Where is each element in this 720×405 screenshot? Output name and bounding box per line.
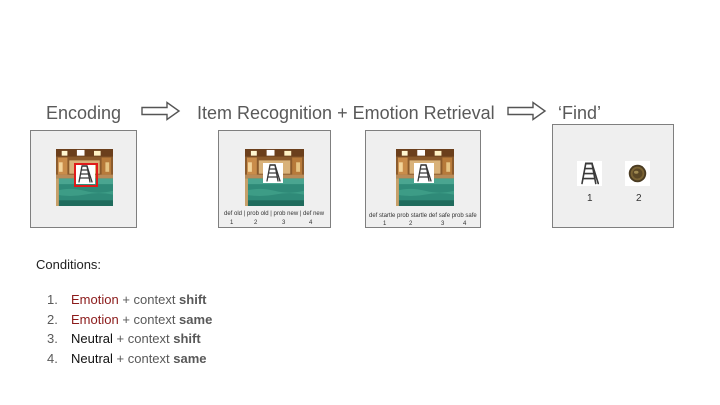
condition-context: same	[173, 350, 207, 366]
condition-context: shift	[179, 292, 207, 307]
scene-image	[56, 149, 113, 206]
scene-image	[396, 149, 454, 206]
scale-number: 2	[254, 220, 258, 226]
scale-number: 1	[230, 220, 234, 226]
item-recognition-panel: def old | prob old | prob new | def new …	[218, 130, 331, 228]
ladder-icon	[414, 163, 434, 183]
condition-item: 1. Emotion + context shift	[47, 290, 212, 310]
condition-connector: + context	[118, 292, 180, 307]
coin-icon[interactable]	[625, 161, 650, 186]
condition-context: same	[179, 311, 213, 327]
scene-image	[245, 149, 304, 206]
condition-number: 4.	[47, 350, 58, 366]
ladder-icon[interactable]	[577, 161, 602, 186]
scale-number: 1	[383, 221, 387, 227]
item-recognition-scale-labels: def old | prob old | prob new | def new	[224, 211, 325, 217]
condition-valence: Neutral	[71, 350, 113, 366]
stage-title-item-emotion: Item Recognition + Emotion Retrieval	[197, 103, 495, 123]
condition-number: 3.	[47, 331, 58, 346]
condition-connector: + context	[112, 331, 174, 346]
condition-number: 2.	[47, 311, 58, 327]
stage-title-encoding: Encoding	[46, 103, 122, 123]
stage-title-find: ‘Find’	[558, 103, 602, 123]
arrow-icon	[141, 101, 181, 121]
find-panel: 1 2	[552, 124, 674, 228]
condition-valence: Emotion	[71, 292, 119, 307]
scale-number: 3	[441, 221, 445, 227]
condition-item: 2. Emotion + context same	[47, 310, 212, 330]
condition-context: shift	[173, 331, 201, 346]
condition-valence: Emotion	[71, 311, 119, 327]
condition-number: 1.	[47, 292, 58, 307]
scale-number: 4	[309, 220, 313, 226]
condition-connector: + context	[118, 311, 180, 327]
scale-number: 2	[409, 221, 413, 227]
target-highlight-box	[74, 163, 98, 187]
find-option-label: 2	[636, 193, 642, 204]
emotion-retrieval-scale-labels: def startle prob startle def safe prob s…	[369, 213, 477, 219]
find-option-label: 1	[587, 193, 593, 204]
arrow-icon	[507, 101, 547, 121]
emotion-retrieval-panel: def startle prob startle def safe prob s…	[365, 130, 481, 228]
scale-number: 3	[282, 220, 286, 226]
condition-connector: + context	[112, 350, 174, 366]
encoding-panel	[30, 130, 137, 228]
condition-item: 3. Neutral + context shift	[47, 329, 212, 349]
condition-valence: Neutral	[71, 331, 113, 346]
condition-item: 4. Neutral + context same	[47, 349, 212, 369]
ladder-icon	[263, 163, 283, 183]
scale-number: 4	[463, 221, 467, 227]
conditions-title: Conditions:	[36, 257, 102, 272]
conditions-list: 1. Emotion + context shift 2. Emotion + co…	[47, 290, 212, 368]
